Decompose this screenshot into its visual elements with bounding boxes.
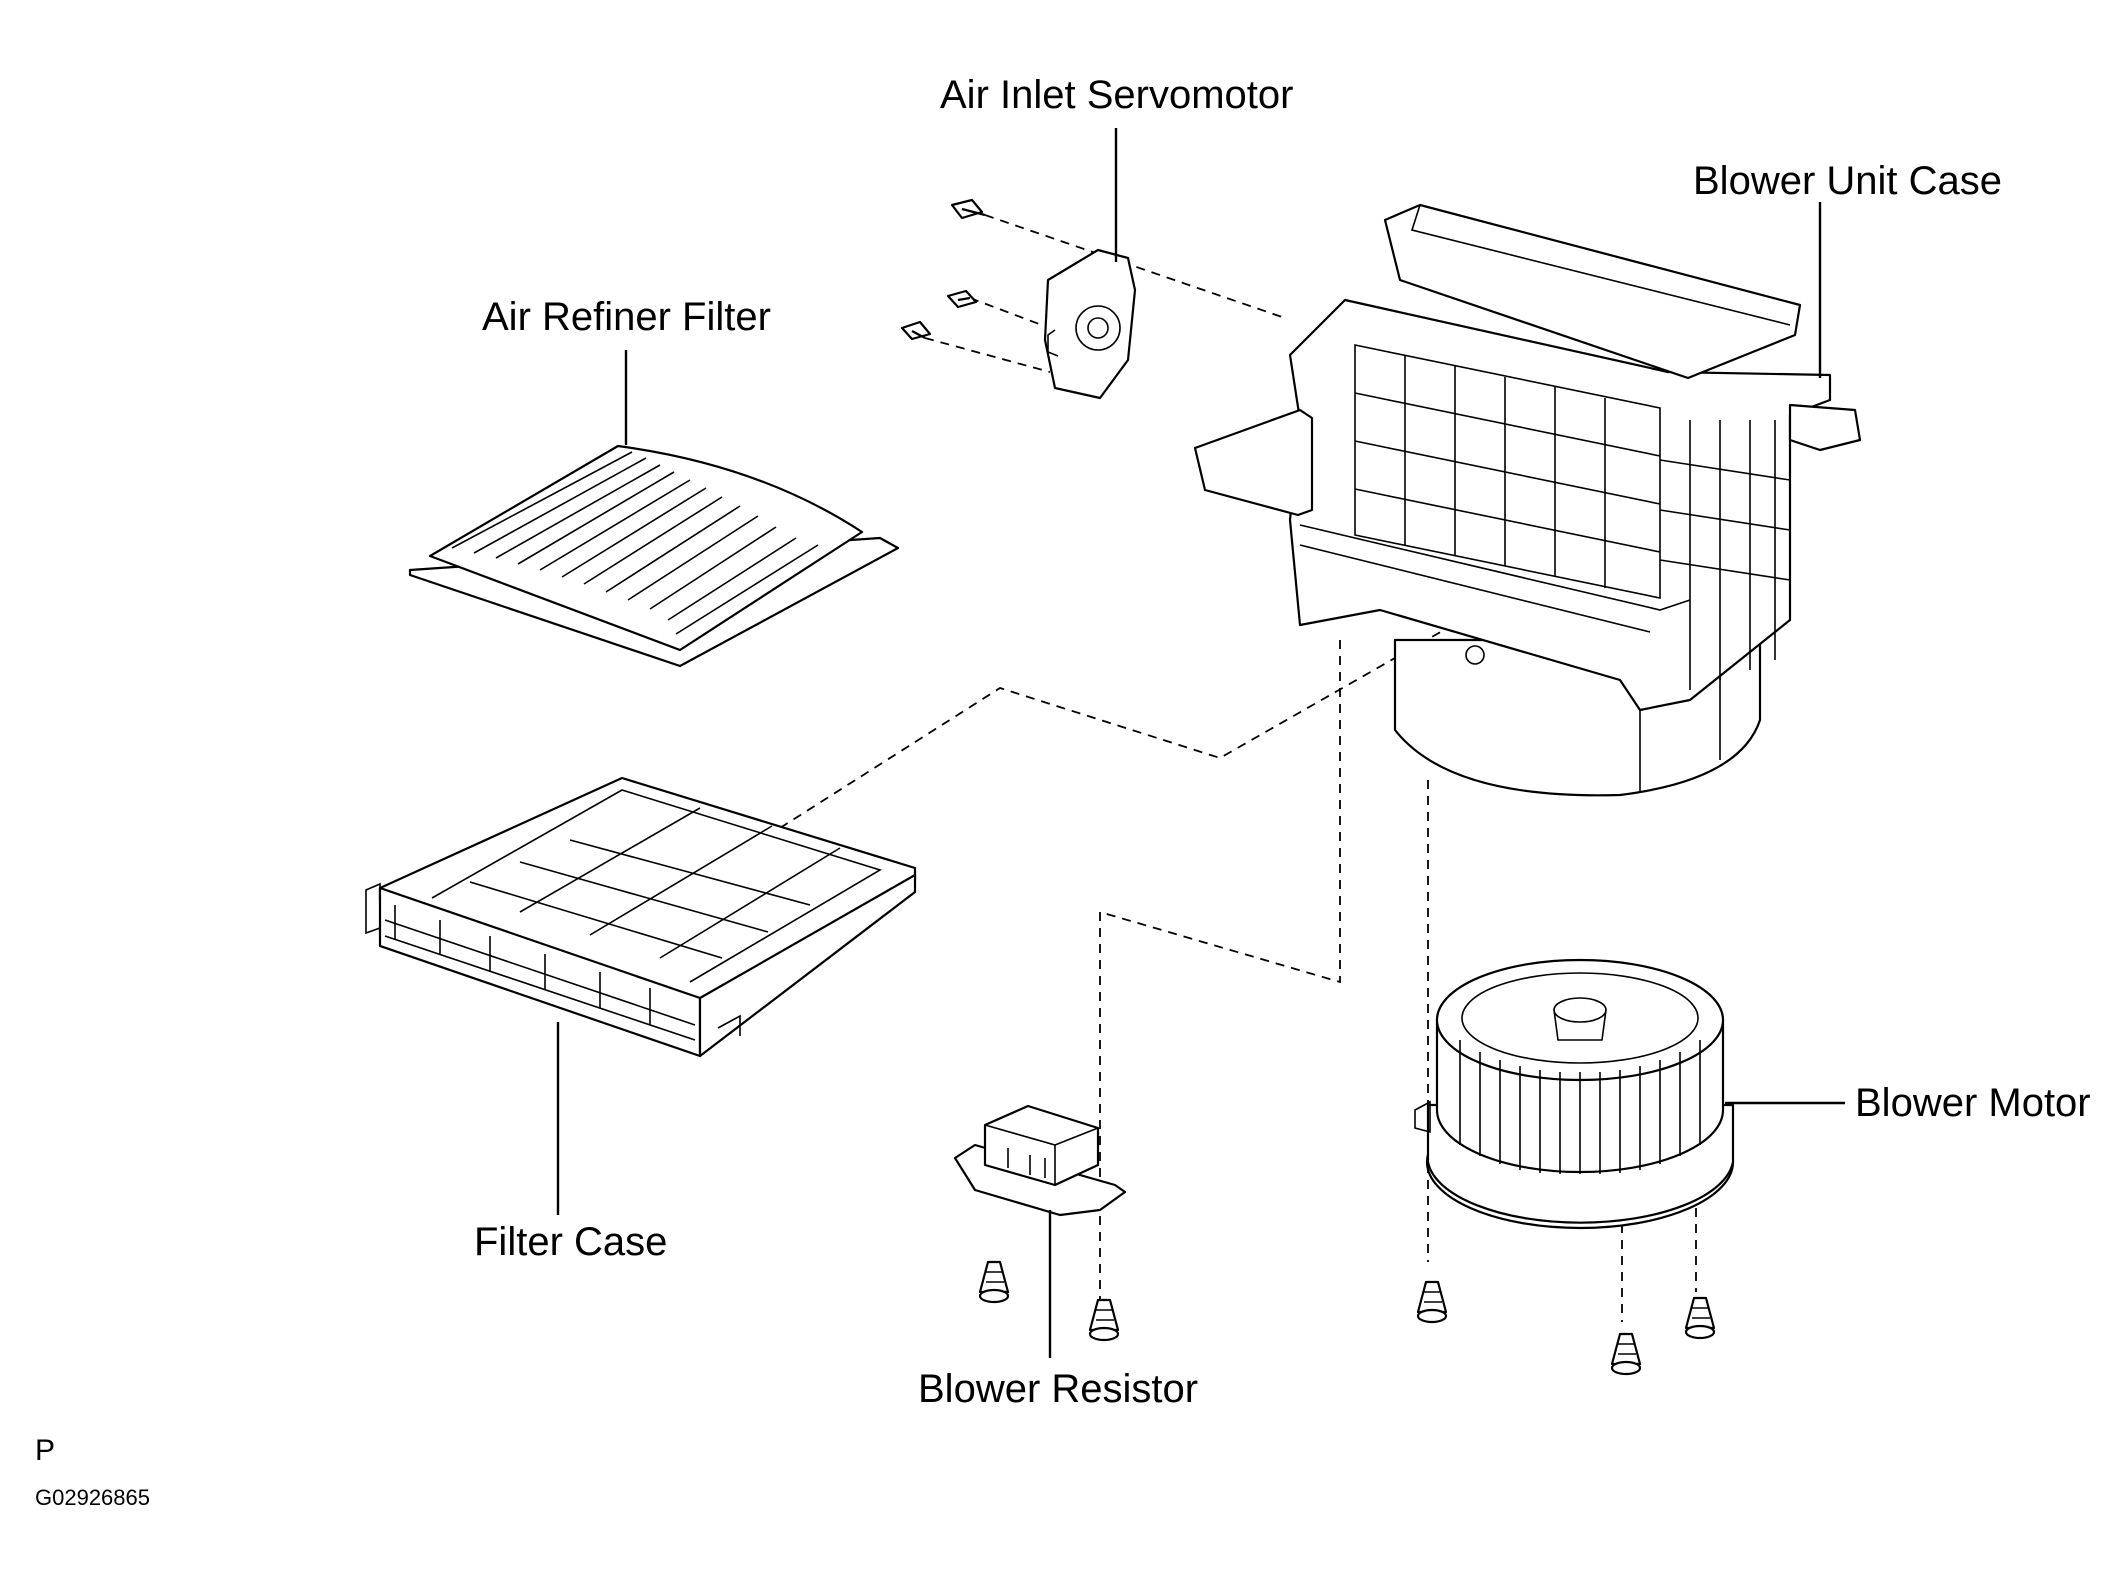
filter-case-drawing — [365, 776, 917, 1058]
screw-1 — [978, 1260, 1010, 1304]
blower-motor-drawing — [1414, 958, 1735, 1230]
label-blower-resistor: Blower Resistor — [918, 1367, 1198, 1411]
label-blower-unit-case: Blower Unit Case — [1693, 159, 2002, 203]
servomotor-screws — [900, 198, 986, 341]
screw-3 — [1416, 1280, 1448, 1324]
screw-5 — [1684, 1296, 1716, 1340]
figure-id: G02926865 — [35, 1485, 150, 1510]
label-filter-case: Filter Case — [474, 1220, 667, 1264]
label-blower-motor: Blower Motor — [1855, 1081, 2091, 1125]
bottom-screws — [978, 1260, 1716, 1376]
screw-4 — [1610, 1332, 1642, 1376]
air-refiner-filter-drawing — [408, 444, 900, 668]
page-code: P — [35, 1434, 55, 1467]
blower-unit-case-drawing — [1193, 203, 1862, 797]
screw-2 — [1088, 1298, 1120, 1342]
label-air-inlet-servomotor: Air Inlet Servomotor — [940, 73, 1293, 117]
leader-lines — [556, 128, 1845, 1358]
blower-resistor-drawing — [953, 1104, 1127, 1217]
assembly-dashed-lines — [779, 214, 1697, 1322]
air-inlet-servomotor-drawing — [1043, 248, 1137, 400]
label-air-refiner-filter: Air Refiner Filter — [482, 295, 771, 339]
